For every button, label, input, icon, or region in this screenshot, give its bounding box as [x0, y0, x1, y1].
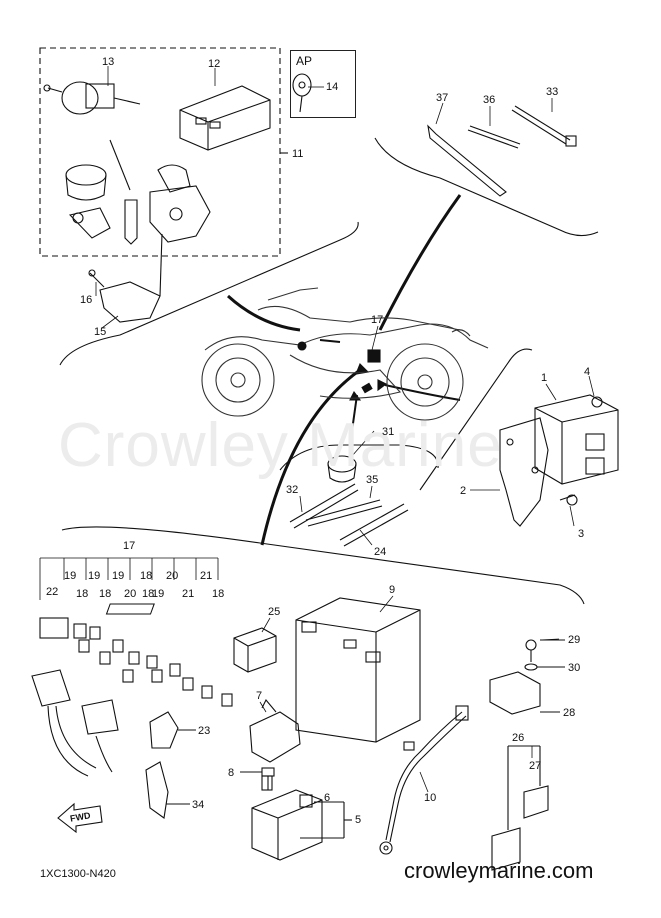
label-leaders [95, 66, 595, 793]
callout-12: 12 [208, 58, 221, 70]
callout-4: 4 [584, 366, 591, 378]
callout-32: 32 [286, 484, 299, 496]
callout-28: 28 [563, 707, 576, 719]
motorcycle-outline [201, 287, 489, 421]
right-group-curve [419, 348, 533, 491]
cable-ties-upper [427, 105, 577, 197]
callout-1: 1 [541, 372, 548, 384]
callout-19a: 19 [64, 570, 77, 582]
callout-11: 11 [292, 148, 304, 160]
ap-key-box [290, 50, 356, 118]
minus-lead-wire [379, 705, 469, 855]
cable-ties-middle [289, 455, 409, 547]
leader-upper-right [378, 194, 462, 331]
key-set-parts [65, 139, 211, 245]
callout-16: 16 [80, 294, 93, 306]
callout-23: 23 [198, 725, 211, 737]
callout-10: 10 [424, 792, 437, 804]
lower-group-curve [61, 526, 585, 605]
main-switch-assembly [43, 81, 141, 115]
fwd-arrow-icon [57, 802, 103, 834]
right-lower-parts [489, 639, 565, 871]
callout-17-fuses: 17 [123, 540, 136, 552]
middle-group-curve [279, 444, 439, 471]
callout-25: 25 [268, 606, 281, 618]
lock-cover [88, 233, 163, 323]
callout-19b: 19 [88, 570, 101, 582]
callout-13: 13 [102, 56, 115, 68]
callout-26: 26 [512, 732, 525, 744]
watermark-text: Crowley Marine [58, 411, 503, 480]
callout-9: 9 [389, 584, 396, 596]
leader-right [384, 384, 461, 401]
callout-30: 30 [568, 662, 581, 674]
callout-34: 34 [192, 799, 205, 811]
callout-17-top: 17 [371, 314, 384, 326]
callout-36: 36 [483, 94, 496, 106]
callout-8: 8 [228, 767, 235, 779]
ap-label: AP [296, 54, 313, 68]
site-name: crowleymarine.com [404, 858, 594, 883]
callout-14: 14 [326, 81, 339, 93]
leader-lower [260, 368, 361, 546]
bolt-8 [240, 767, 275, 790]
diagram-code: 1XC1300-N420 [40, 868, 116, 880]
callout-24: 24 [374, 546, 387, 558]
upper-right-group-curve [374, 137, 599, 237]
key-set-dashed-box [39, 47, 281, 257]
upper-left-group-curve [59, 221, 359, 366]
callout-22: 22 [46, 586, 59, 598]
fuse-callout-leaders [39, 557, 219, 600]
relay-25 [233, 627, 277, 673]
fuse-box-harness [31, 617, 233, 777]
callout-21a: 21 [200, 570, 213, 582]
callout-15: 15 [94, 326, 107, 338]
callout-3: 3 [578, 528, 585, 540]
callout-29: 29 [568, 634, 581, 646]
callout-18e: 18 [142, 588, 155, 600]
callout-18d: 18 [212, 588, 225, 600]
leader-upper-left [226, 294, 301, 332]
callout-2: 2 [460, 485, 467, 497]
callout-6: 6 [324, 792, 331, 804]
callout-18c: 18 [99, 588, 112, 600]
leader-middle [349, 394, 358, 446]
key-blank [292, 73, 312, 113]
callout-37: 37 [436, 92, 449, 104]
ecu-unit [534, 394, 619, 485]
callout-7: 7 [256, 690, 263, 702]
callout-5: 5 [355, 814, 362, 826]
callout-21b: 21 [182, 588, 195, 600]
callout-20a: 20 [166, 570, 179, 582]
ignitor-unit [179, 85, 271, 151]
clamps [145, 711, 196, 819]
callout-18a: 18 [140, 570, 153, 582]
callout-31: 31 [382, 426, 395, 438]
callout-18b: 18 [76, 588, 89, 600]
callout-19d: 19 [152, 588, 165, 600]
starter-relay-cover [249, 699, 301, 763]
callout-35: 35 [366, 474, 379, 486]
callout-19c: 19 [112, 570, 125, 582]
callout-33: 33 [546, 86, 559, 98]
ecu-bracket [499, 417, 578, 527]
battery [105, 597, 421, 743]
callout-27: 27 [529, 760, 542, 772]
starter-relay [251, 775, 352, 861]
callout-20b: 20 [124, 588, 137, 600]
